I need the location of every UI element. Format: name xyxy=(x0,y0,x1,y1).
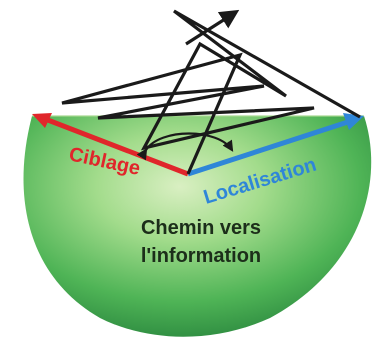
green-bowl xyxy=(23,116,372,337)
angle-arc xyxy=(136,132,234,161)
zigzag-path xyxy=(61,9,361,175)
localisation-axis-arrow xyxy=(187,117,355,177)
center-text-line1: Chemin vers xyxy=(141,217,261,239)
path-exit-arrow xyxy=(185,9,240,46)
center-text-line2: l'information xyxy=(141,245,261,267)
ciblage-axis-arrow xyxy=(39,114,189,177)
ciblage-arrowhead xyxy=(32,113,52,128)
